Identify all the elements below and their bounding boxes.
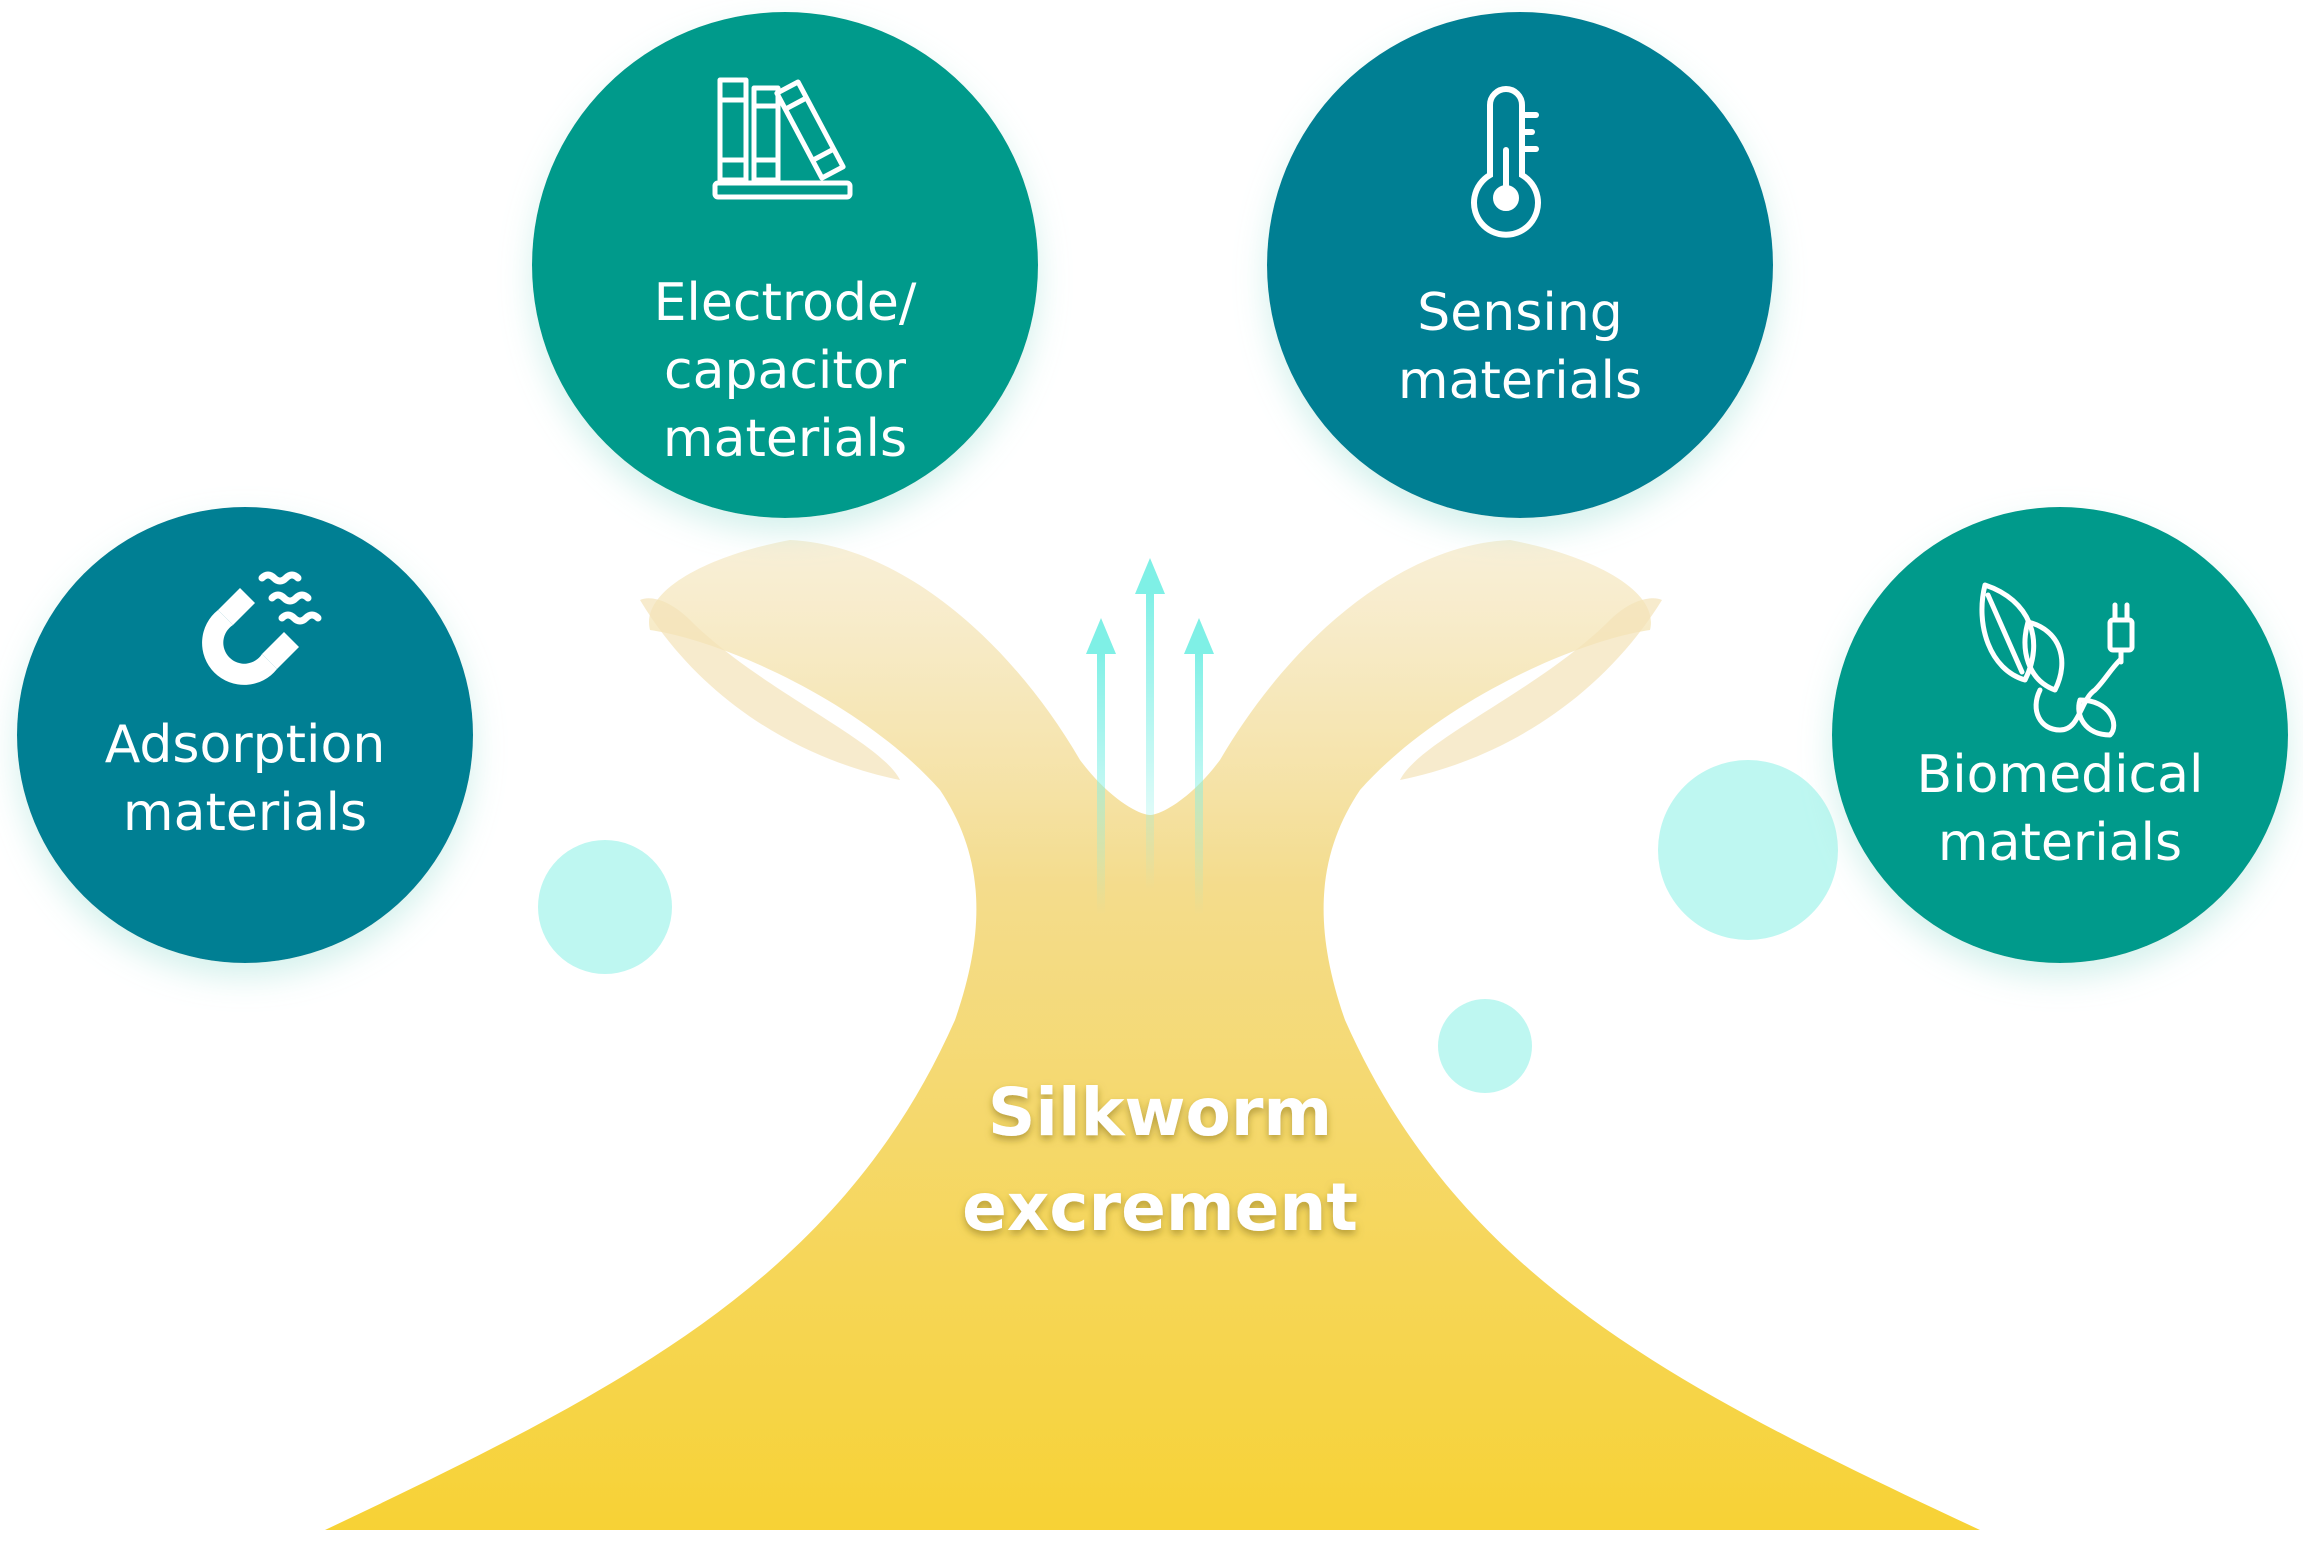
- arrow-right-head: [1184, 618, 1214, 654]
- node-sensing-circle: [1267, 12, 1773, 518]
- center-label: Silkworm excrement: [962, 1074, 1358, 1246]
- tree-shape: [325, 540, 1980, 1530]
- thermometer-icon: [1471, 86, 1541, 238]
- node-electrode-label-3: materials: [663, 409, 907, 469]
- node-electrode-label-2: capacitor: [664, 341, 907, 401]
- node-adsorption: Adsorption materials: [17, 507, 473, 963]
- arrow-center-shaft: [1146, 590, 1154, 890]
- right-branch: [1400, 598, 1662, 780]
- node-electrode-label-1: Electrode/: [654, 273, 917, 333]
- arrow-center-head: [1135, 558, 1165, 594]
- leaf-plug-icon: [1979, 582, 2135, 738]
- bubble-right-small: [1438, 999, 1532, 1093]
- magnet-icon: [202, 571, 322, 685]
- batteries-icon: [712, 77, 853, 200]
- node-biomedical-label-1: Biomedical: [1917, 745, 2204, 805]
- node-biomedical: Biomedical materials: [1832, 507, 2288, 963]
- bubble-left: [538, 840, 672, 974]
- node-adsorption-circle: [17, 507, 473, 963]
- node-biomedical-label-2: materials: [1938, 813, 2182, 873]
- center-label-line-1: Silkworm: [988, 1074, 1332, 1151]
- node-electrode-circle: [532, 12, 1038, 518]
- node-adsorption-label-1: Adsorption: [105, 715, 386, 775]
- arrow-right-shaft: [1195, 650, 1203, 915]
- node-adsorption-label-2: materials: [123, 783, 367, 843]
- node-biomedical-circle: [1832, 507, 2288, 963]
- left-branch: [640, 598, 900, 780]
- arrow-left-shaft: [1097, 650, 1105, 915]
- growth-arrows: [1086, 558, 1214, 915]
- node-sensing-label-2: materials: [1398, 351, 1642, 411]
- bubble-right-large: [1658, 760, 1838, 940]
- node-sensing-label-1: Sensing: [1417, 283, 1622, 343]
- center-label-line-2: excrement: [962, 1169, 1358, 1246]
- arrow-left-head: [1086, 618, 1116, 654]
- node-sensing: Sensing materials: [1267, 12, 1773, 518]
- node-electrode: Electrode/ capacitor materials: [532, 12, 1038, 518]
